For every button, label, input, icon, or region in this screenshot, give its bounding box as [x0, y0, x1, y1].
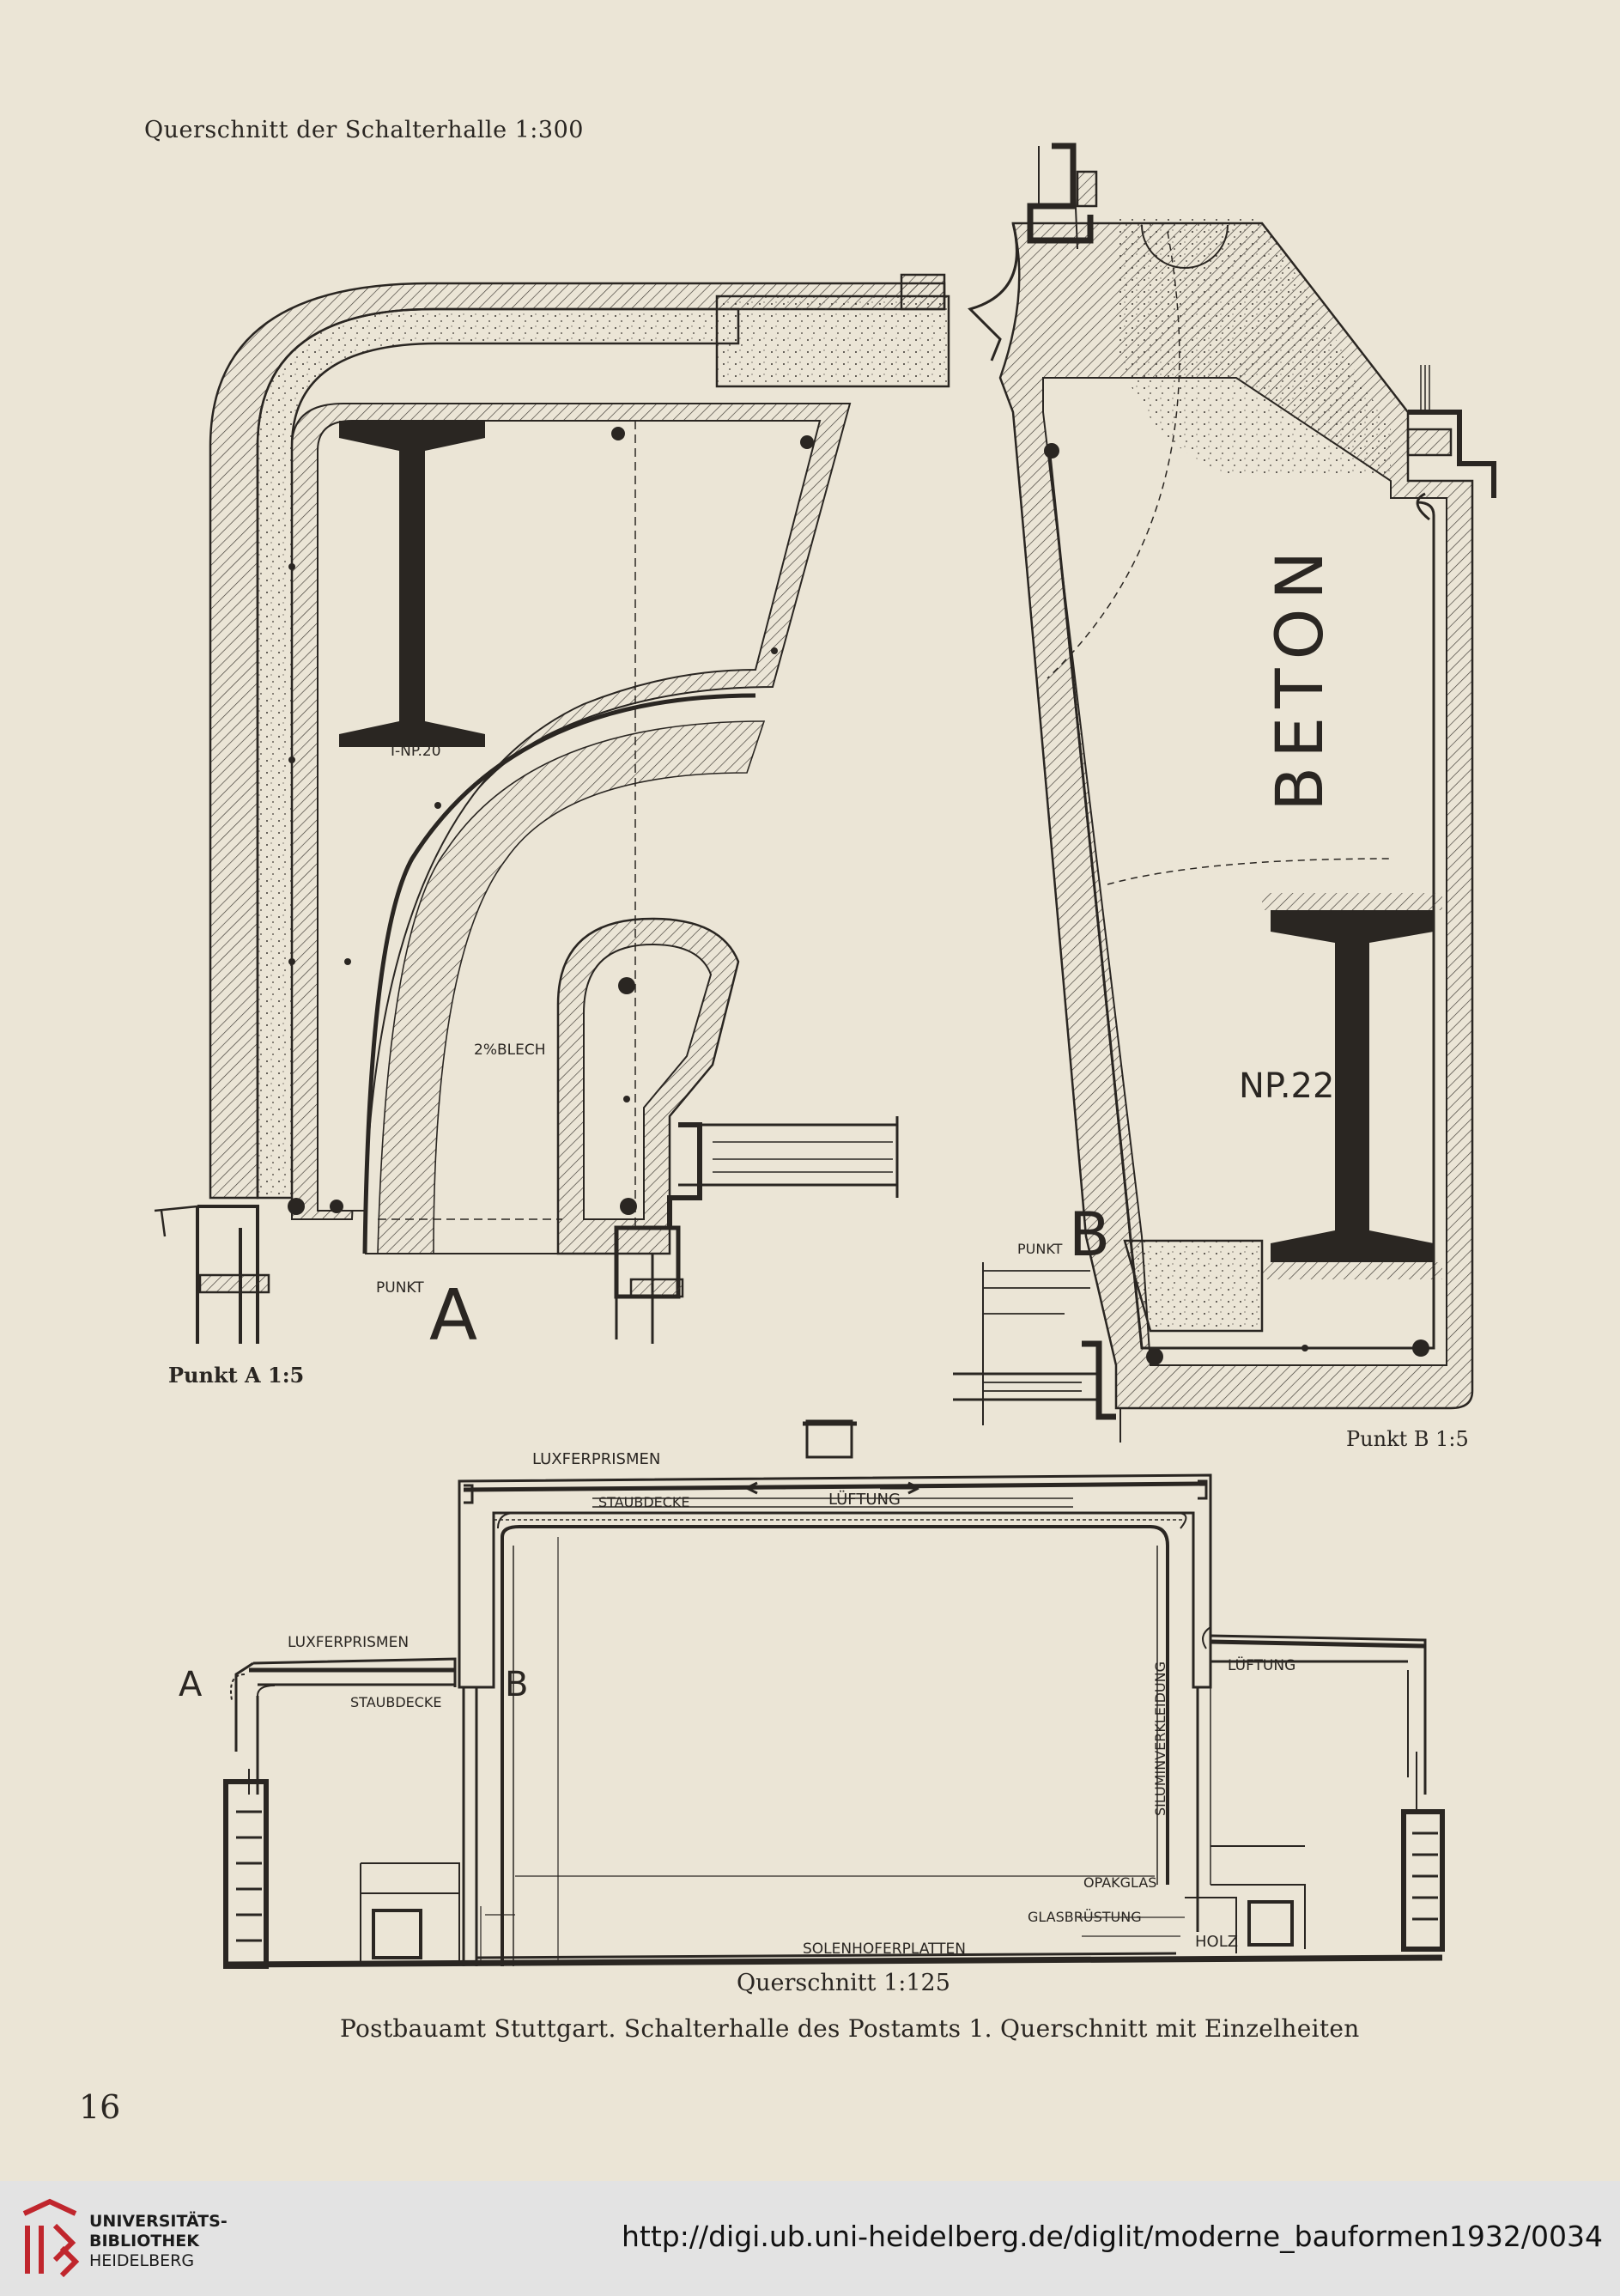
section-drawing: LUXFERPRISMEN STAUBDECKE LÜFTUNG LUXFERP… — [179, 1419, 1445, 1969]
section-staubdecke-left: STAUBDECKE — [350, 1694, 442, 1710]
detail-a-drawing: I-NP.20 2%BLECH PUNKT A — [154, 273, 950, 1357]
page-number: 16 — [79, 2088, 121, 2126]
page-caption: Postbauamt Stuttgart. Schalterhalle des … — [340, 2014, 1360, 2043]
detail-a-blech-label: 2%BLECH — [474, 1042, 546, 1059]
detail-b-punkt-label: PUNKT — [1017, 1241, 1063, 1257]
section-lueftung-right: LÜFTUNG — [1228, 1655, 1295, 1674]
technical-drawing: I-NP.20 2%BLECH PUNKT A — [154, 143, 1496, 1969]
detail-a-big-letter: A — [429, 1275, 477, 1357]
detail-b-drawing: BETON NP.22 PUNKT B — [953, 143, 1496, 1443]
detail-b-big-letter: B — [1069, 1200, 1110, 1270]
section-solenhofer: SOLENHOFERPLATTEN — [803, 1941, 966, 1958]
detail-a-beam-label: I-NP.20 — [391, 743, 441, 760]
library-footer: UNIVERSITÄTS- BIBLIOTHEK HEIDELBERG http… — [0, 2181, 1620, 2296]
library-name-line3: HEIDELBERG — [89, 2251, 195, 2270]
section-letter-a: A — [179, 1665, 203, 1704]
label-punkt-b: Punkt B 1:5 — [1346, 1427, 1469, 1451]
scanned-page: Querschnitt der Schalterhalle 1:300 — [0, 0, 1620, 2181]
library-name-line2: BIBLIOTHEK — [89, 2232, 199, 2250]
source-url[interactable]: http://digi.ub.uni-heidelberg.de/diglit/… — [622, 2220, 1603, 2253]
section-siluminverkleidung: SILUMINVERKLEIDUNG — [1152, 1661, 1168, 1816]
section-opakglas: OPAKGLAS — [1083, 1874, 1156, 1891]
detail-b-beton-label: BETON — [1261, 543, 1338, 811]
section-holz: HOLZ — [1195, 1933, 1238, 1951]
label-punkt-a: Punkt A 1:5 — [168, 1363, 305, 1388]
top-title: Querschnitt der Schalterhalle 1:300 — [144, 117, 584, 143]
section-staubdecke-top: STAUBDECKE — [598, 1494, 690, 1510]
section-luxfer-left: LUXFERPRISMEN — [288, 1634, 409, 1651]
section-lueftung-top: LÜFTUNG — [828, 1490, 901, 1509]
detail-a-punkt-label: PUNKT — [376, 1279, 424, 1297]
section-luxfer-top: LUXFERPRISMEN — [532, 1450, 660, 1468]
library-logo-icon — [22, 2198, 80, 2278]
label-querschnitt: Querschnitt 1:125 — [737, 1970, 950, 1996]
library-name-line1: UNIVERSITÄTS- — [89, 2212, 228, 2231]
section-glasbruestung: GLASBRÜSTUNG — [1028, 1909, 1142, 1925]
section-letter-b: B — [505, 1665, 528, 1704]
detail-b-beam-label: NP.22 — [1239, 1066, 1334, 1106]
